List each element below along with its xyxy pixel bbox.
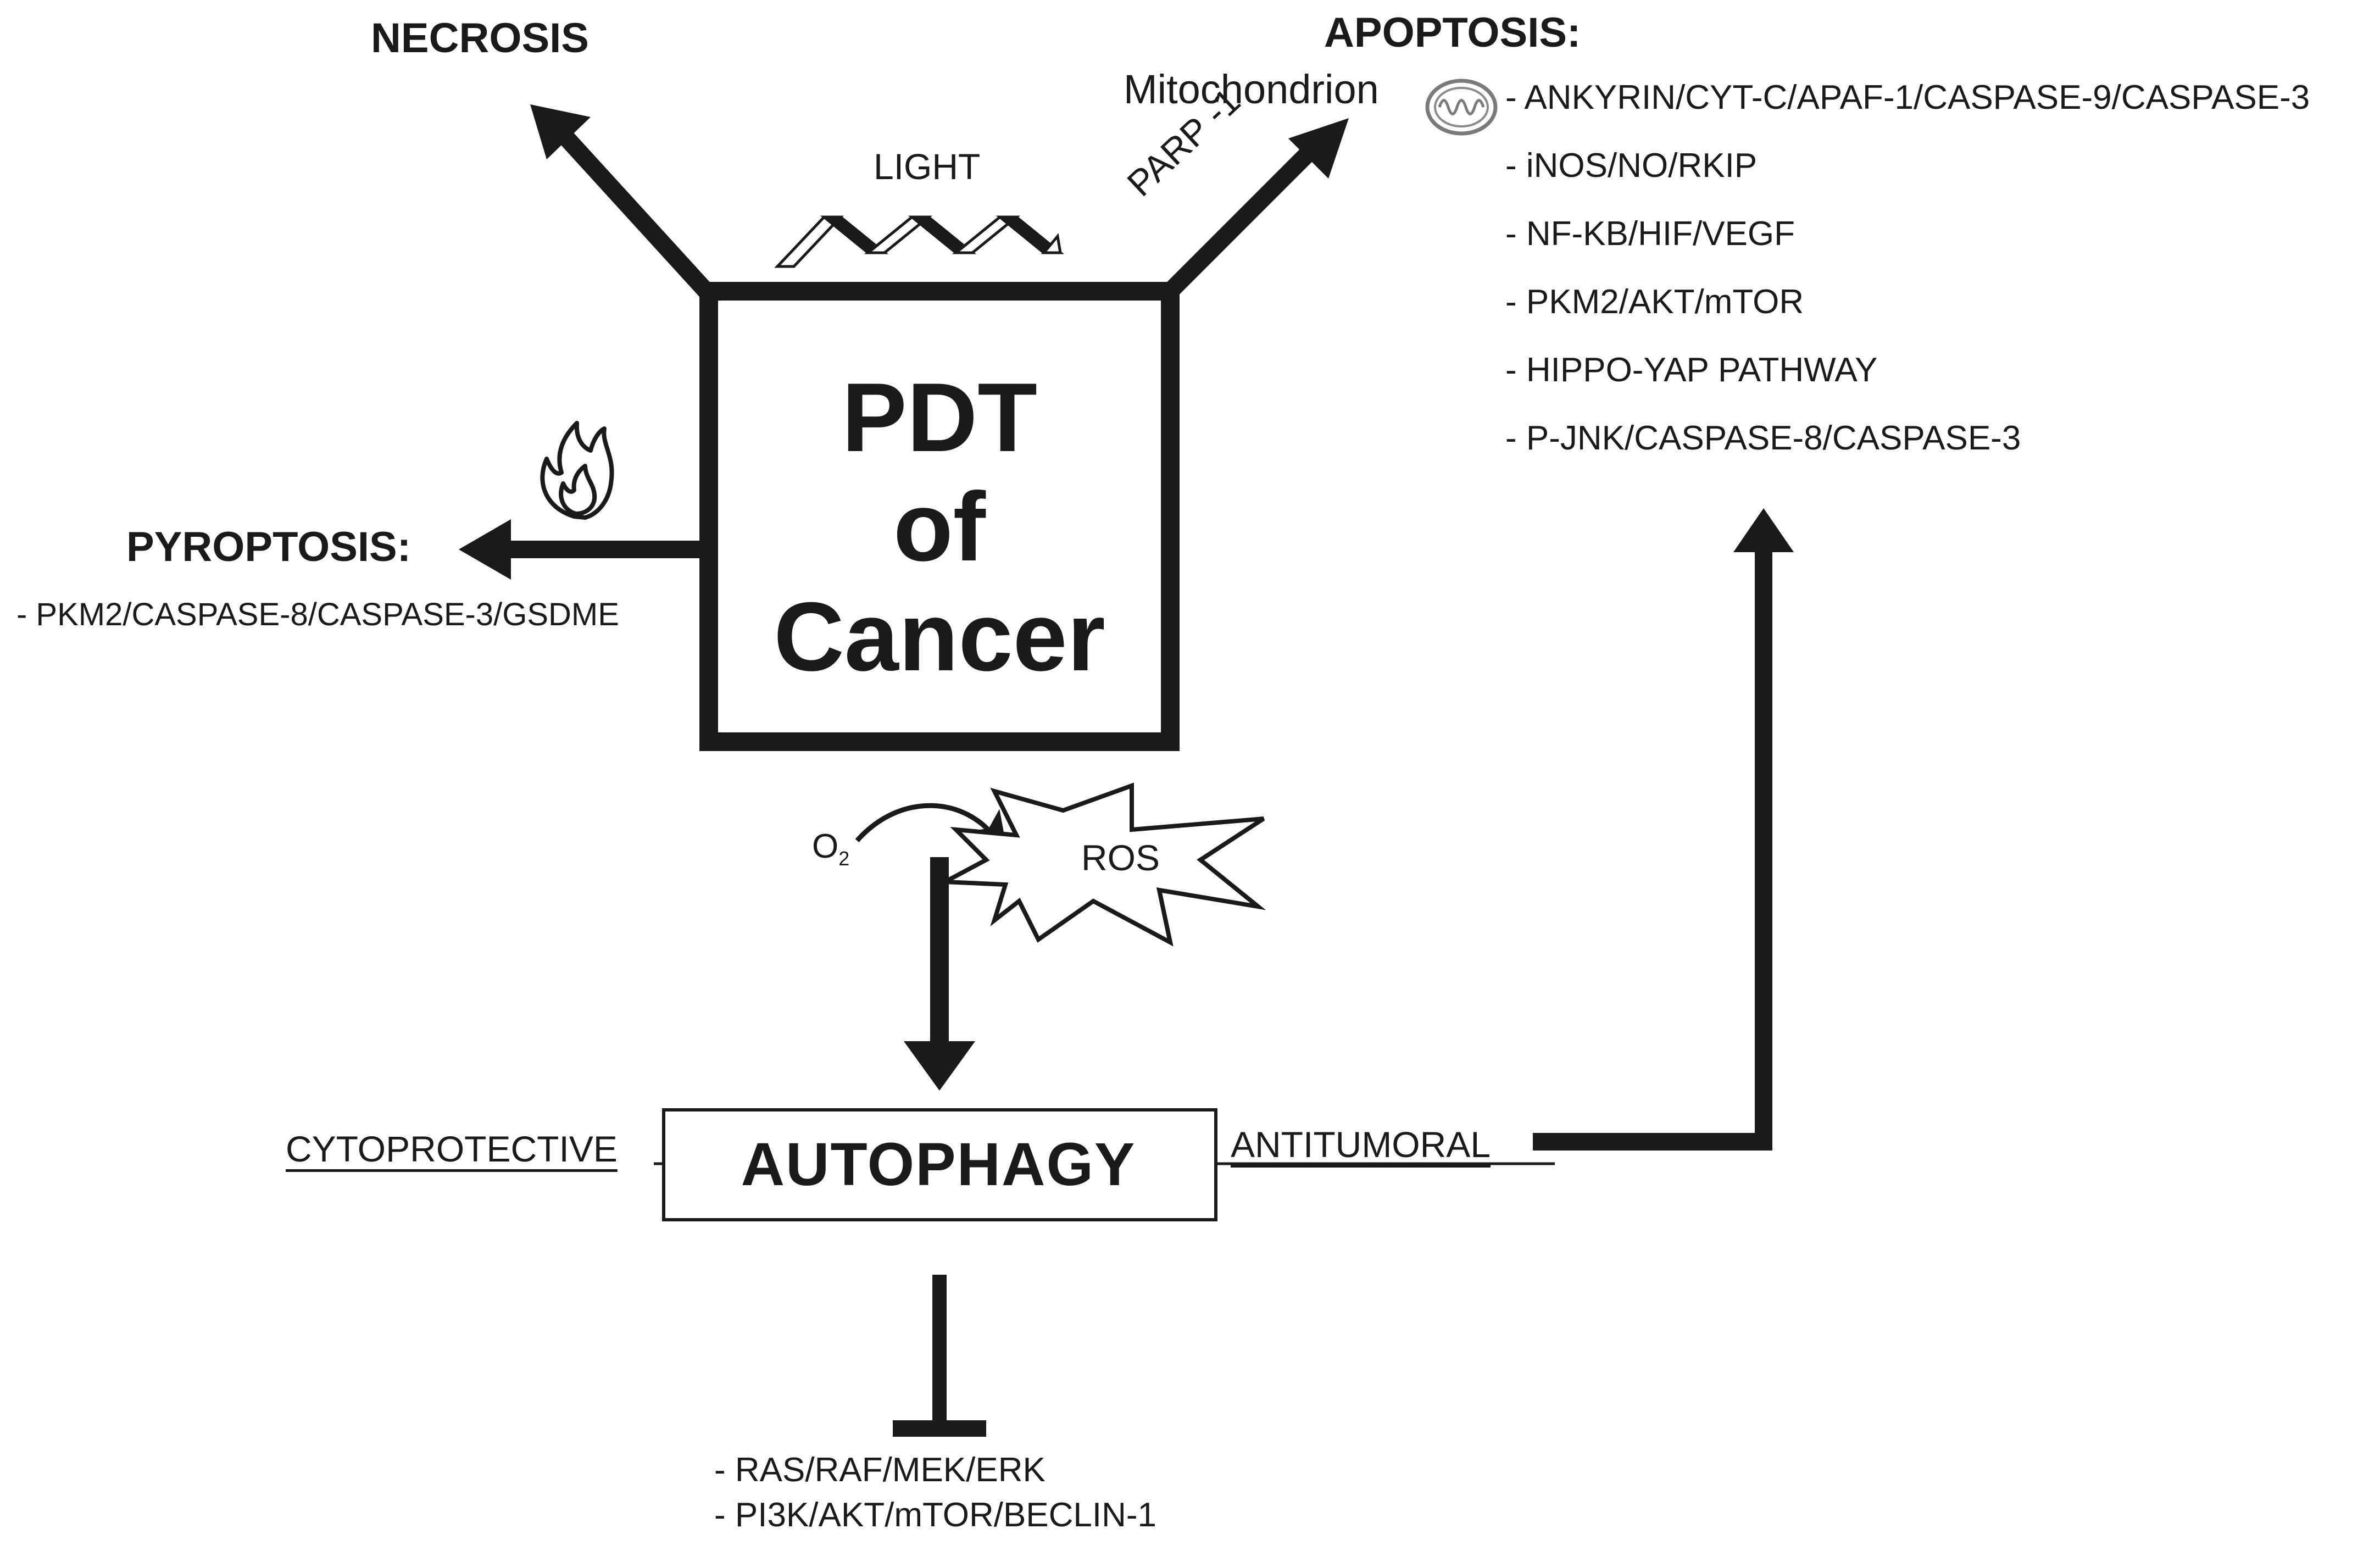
light-label: LIGHT (874, 146, 981, 187)
inhibition-bar (893, 1275, 986, 1437)
oxygen-label: O2 (812, 830, 849, 869)
antitumoral-label: ANTITUMORAL (1231, 1124, 1491, 1165)
necrosis-label: NECROSIS (371, 15, 589, 62)
pyroptosis-arrow (459, 519, 709, 580)
flame-icon (540, 421, 614, 520)
inhibited-item: - RAS/RAF/MEK/ERK (714, 1451, 1046, 1489)
apoptosis-arrow (1161, 118, 1349, 301)
apoptosis-item: - PKM2/AKT/mTOR (1505, 283, 1804, 321)
apoptosis-item: - P-JNK/CASPASE-8/CASPASE-3 (1505, 419, 2021, 457)
oxygen-subscript: 2 (838, 847, 850, 870)
pdt-title-line1: PDT (842, 363, 1037, 472)
pdt-box (699, 282, 1180, 751)
mitochondrion-icon (1425, 79, 1498, 136)
apoptosis-item: - NF-KB/HIF/VEGF (1505, 215, 1795, 253)
pdt-title: PDT of Cancer (714, 363, 1165, 691)
apoptosis-item: - ANKYRIN/CYT-C/APAF-1/CASPASE-9/CASPASE… (1505, 79, 2310, 116)
pyroptosis-item: - PKM2/CASPASE-8/CASPASE-3/GSDME (16, 597, 619, 632)
antitumoral-to-apoptosis-arrow (1533, 508, 1794, 1151)
ros-label: ROS (1081, 837, 1160, 878)
apoptosis-item: - iNOS/NO/RKIP (1505, 147, 1758, 185)
cytoprotective-label: CYTOPROTECTIVE (286, 1129, 618, 1169)
autophagy-box (662, 1108, 1217, 1221)
pdt-title-line2: of (893, 472, 986, 582)
pdt-to-autophagy-arrow (904, 857, 975, 1091)
oxygen-symbol: O (812, 827, 839, 865)
apoptosis-item: - HIPPO-YAP PATHWAY (1505, 351, 1878, 389)
light-wave-icon (774, 215, 1065, 268)
apoptosis-label: APOPTOSIS: (1324, 9, 1581, 56)
necrosis-arrow (530, 104, 715, 300)
pyroptosis-label: PYROPTOSIS: (126, 524, 412, 570)
pdt-title-line3: Cancer (774, 581, 1105, 691)
oxygen-to-ros-arrow (855, 803, 1009, 857)
autophagy-label: AUTOPHAGY (741, 1131, 1136, 1198)
inhibited-item: - PI3K/AKT/mTOR/BECLIN-1 (714, 1496, 1157, 1534)
mitochondrion-label: Mitochondrion (1124, 66, 1379, 112)
ros-burst-icon (937, 782, 1266, 947)
